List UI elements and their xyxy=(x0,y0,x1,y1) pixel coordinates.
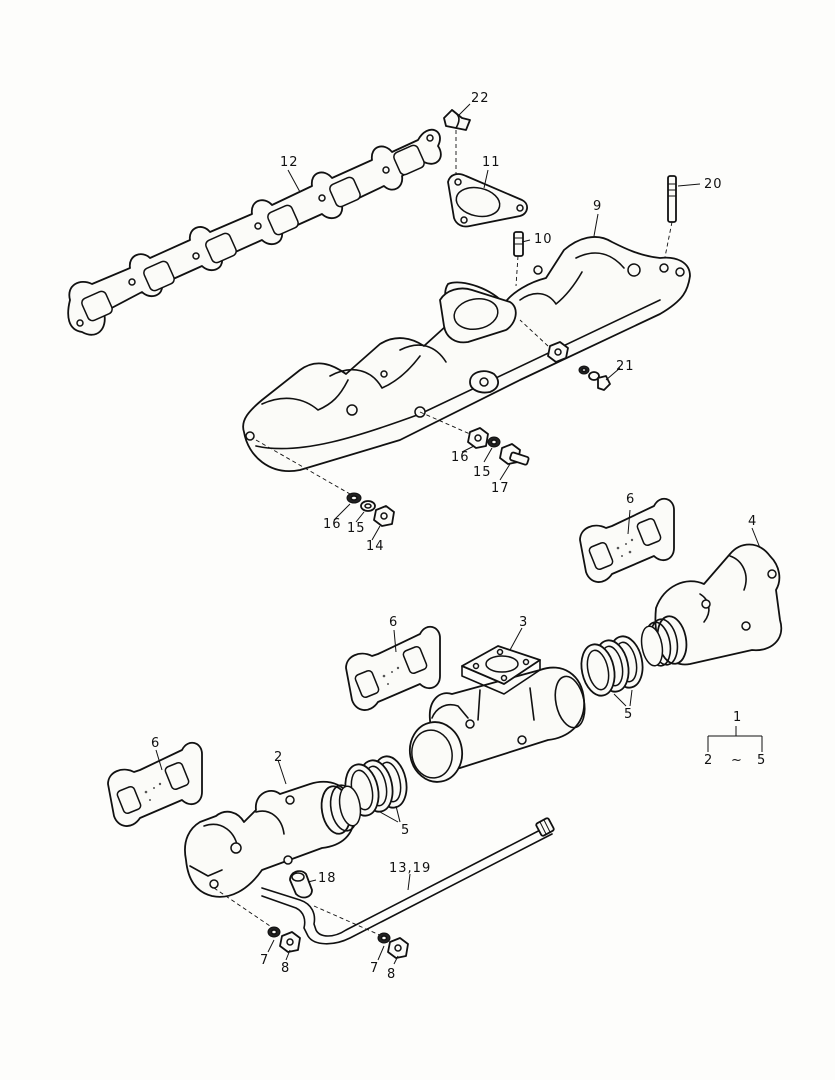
callout-5-lower: 5 xyxy=(401,823,411,838)
front-pipe xyxy=(184,780,362,898)
callout-13-19: 13,19 xyxy=(389,861,432,876)
callout-10: 10 xyxy=(534,232,553,247)
callout-7-left: 7 xyxy=(260,953,270,968)
callout-leaders xyxy=(155,103,761,965)
nut-set-14 xyxy=(346,492,395,527)
clip-part xyxy=(443,109,471,180)
gasket-6-middle xyxy=(345,625,441,711)
center-pipe xyxy=(408,645,586,783)
seal-rings-lower xyxy=(344,755,408,823)
rear-pipe xyxy=(640,543,783,667)
callout-range-tilde: ~ xyxy=(731,753,743,768)
callout-8-left: 8 xyxy=(281,961,291,976)
gasket-6-lower xyxy=(107,741,203,827)
nut-set-7-8-left xyxy=(267,926,301,953)
callout-3: 3 xyxy=(519,615,529,630)
long-stud xyxy=(663,175,677,263)
callout-21: 21 xyxy=(616,359,635,374)
short-stud xyxy=(513,231,524,287)
callout-6-upper: 6 xyxy=(626,492,636,507)
callout-7-right: 7 xyxy=(370,961,380,976)
callout-1: 1 xyxy=(733,710,743,725)
callout-18: 18 xyxy=(318,871,337,886)
callout-6-lower: 6 xyxy=(151,736,161,751)
callout-6-middle: 6 xyxy=(389,615,399,630)
callout-range-end: 5 xyxy=(757,753,767,768)
bolt-set-17 xyxy=(467,427,530,466)
bushing xyxy=(289,870,313,899)
callout-9: 9 xyxy=(593,199,603,214)
callout-17: 17 xyxy=(491,481,510,496)
callout-4: 4 xyxy=(748,514,758,529)
callout-range-start: 2 xyxy=(704,753,714,768)
assembly-bracket xyxy=(707,726,763,752)
callout-14: 14 xyxy=(366,539,385,554)
callout-22: 22 xyxy=(471,91,490,106)
callout-16-lower: 16 xyxy=(323,517,342,532)
callout-8-right: 8 xyxy=(387,967,397,982)
callout-20: 20 xyxy=(704,177,723,192)
oil-tube xyxy=(261,817,555,945)
callout-12: 12 xyxy=(280,155,299,170)
triangle-gasket xyxy=(447,173,528,228)
callout-5-upper: 5 xyxy=(624,707,634,722)
callout-15-lower: 15 xyxy=(347,521,366,536)
seal-rings-upper xyxy=(580,635,644,707)
callout-15-upper: 15 xyxy=(473,465,492,480)
exhaust-manifold xyxy=(242,236,691,472)
nut-set-7-8-right xyxy=(377,932,409,959)
gasket-6-upper xyxy=(579,497,675,583)
callout-16-upper: 16 xyxy=(451,450,470,465)
manifold-gasket xyxy=(67,128,442,336)
callout-11: 11 xyxy=(482,155,501,170)
callout-2: 2 xyxy=(274,750,284,765)
